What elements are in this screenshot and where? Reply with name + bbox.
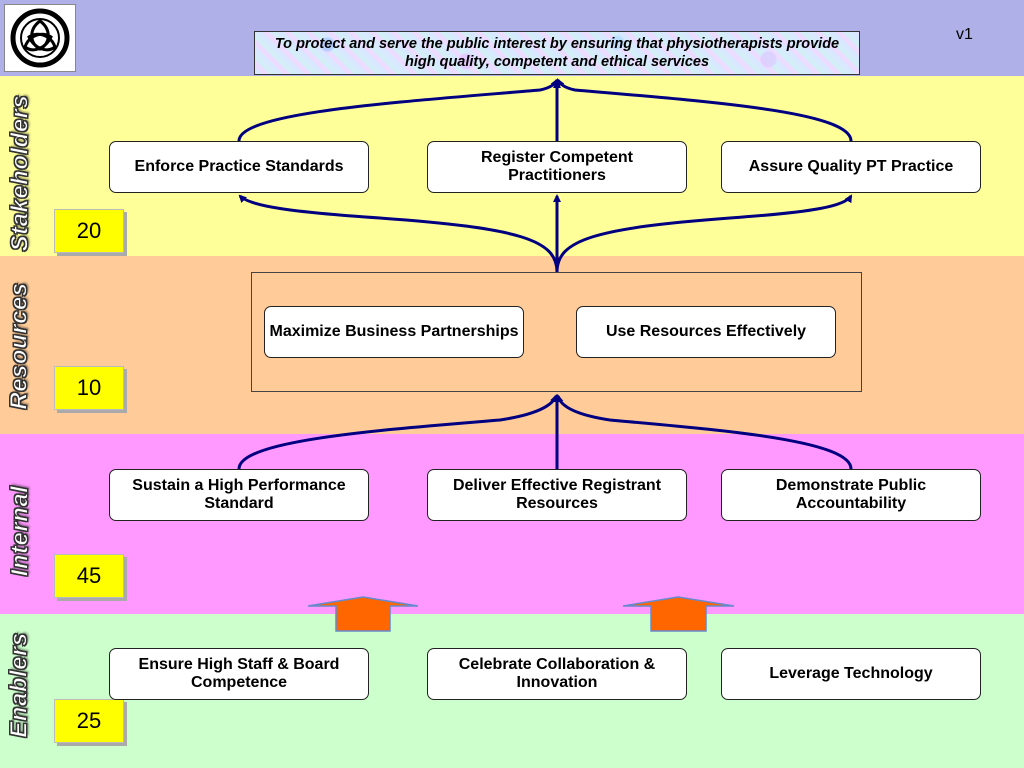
version-label: v1 [956, 26, 973, 43]
block-up-arrow-icon [622, 596, 735, 632]
internal-band [0, 434, 1024, 614]
connector-demonstrate-to-res [555, 394, 853, 470]
connector-res-to-assure [555, 194, 853, 273]
mission-statement: To protect and serve the public interest… [254, 31, 860, 75]
objective-enforce-practice-standards: Enforce Practice Standards [109, 141, 369, 193]
objective-deliver-registrant-resources: Deliver Effective Registrant Resources [427, 469, 687, 521]
perspective-label-internal: Internal [6, 485, 34, 577]
weight-stakeholders: 20 [54, 209, 124, 253]
weight-internal: 45 [54, 554, 124, 598]
objective-assure-quality-pt-practice: Assure Quality PT Practice [721, 141, 981, 193]
weight-enablers: 25 [54, 699, 124, 743]
objective-leverage-technology: Leverage Technology [721, 648, 981, 700]
objective-sustain-high-performance: Sustain a High Performance Standard [109, 469, 369, 521]
weight-resources: 10 [54, 366, 124, 410]
block-up-arrow-icon [307, 596, 419, 632]
connector-enforce-to-mission [237, 78, 559, 142]
objective-use-resources-effectively: Use Resources Effectively [576, 306, 836, 358]
resources-group-frame [251, 272, 862, 392]
triquetra-logo-icon [4, 4, 76, 72]
connector-assure-to-mission [556, 78, 853, 142]
objective-collaboration-innovation: Celebrate Collaboration & Innovation [427, 648, 687, 700]
perspective-label-resources: Resources [6, 282, 34, 410]
perspective-label-enablers: Enablers [6, 632, 34, 738]
objective-maximize-business-partnerships: Maximize Business Partnerships [264, 306, 524, 358]
connector-sustain-to-res [237, 394, 558, 470]
objective-register-competent-practitioners: Register Competent Practitioners [427, 141, 687, 193]
objective-demonstrate-public-accountability: Demonstrate Public Accountability [721, 469, 981, 521]
connector-res-to-enforce [238, 194, 559, 273]
objective-staff-board-competence: Ensure High Staff & Board Competence [109, 648, 369, 700]
perspective-label-stakeholders: Stakeholders [6, 94, 34, 252]
